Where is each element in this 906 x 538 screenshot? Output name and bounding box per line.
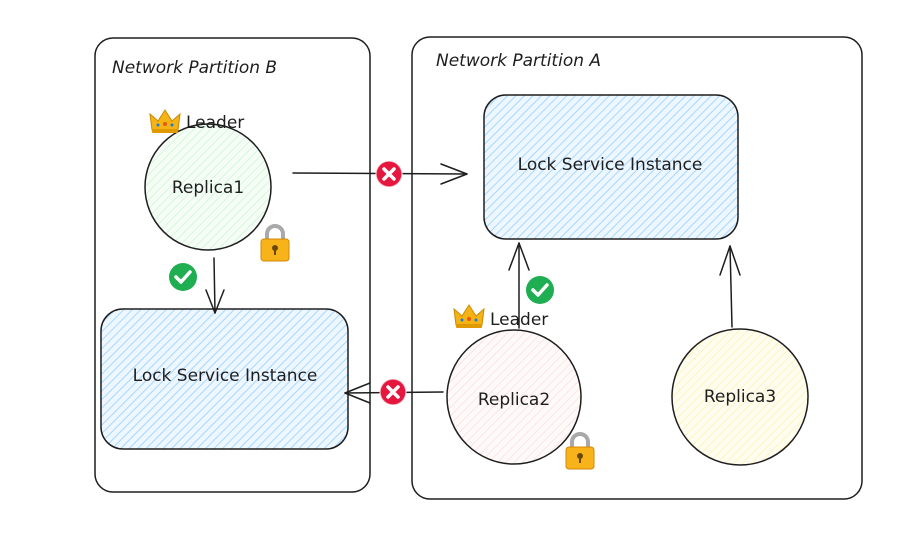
replica3-label: Replica3 <box>704 387 776 407</box>
replica3-circle <box>671 328 809 466</box>
arrow-replica1-to-lock-b <box>205 257 225 314</box>
lock-service-b-label: Lock Service Instance <box>133 366 318 386</box>
partition-b: Network Partition B <box>94 37 371 493</box>
lock-service-a: Lock Service Instance <box>483 94 739 240</box>
partition-b-title: Network Partition B <box>112 58 277 78</box>
partition-a-title: Network Partition A <box>436 51 601 71</box>
lock-service-b: Lock Service Instance <box>100 308 349 450</box>
crown-icon <box>149 109 181 134</box>
replica1-node: Replica1 <box>144 123 272 251</box>
arrow-replica2-to-lock-a <box>508 242 530 329</box>
x-circle-icon <box>374 159 404 189</box>
replica1-label: Replica1 <box>172 178 244 198</box>
replica2-circle <box>446 329 582 465</box>
partition-b-frame <box>94 37 371 493</box>
crown-icon <box>453 304 485 329</box>
replica3-node: Replica3 <box>671 328 809 466</box>
replica1-circle <box>144 123 272 251</box>
replica1-leader-badge: Leader <box>149 109 244 134</box>
replica2-label: Replica2 <box>478 390 550 410</box>
partition-a: Network Partition A <box>411 36 863 500</box>
replica2-leader-badge: Leader <box>453 304 548 330</box>
lock-service-a-label: Lock Service Instance <box>518 155 703 175</box>
lock-service-b-box <box>100 308 349 450</box>
partition-a-frame <box>411 36 863 500</box>
replica2-node: Replica2 <box>446 329 582 465</box>
replica1-leader-label: Leader <box>186 113 244 133</box>
arrow-replica3-to-lock-a <box>719 245 741 328</box>
padlock-icon <box>259 224 291 263</box>
x-circle-icon <box>378 377 408 407</box>
check-circle-icon <box>524 274 556 306</box>
check-circle-icon <box>167 261 199 293</box>
padlock-icon <box>564 432 596 471</box>
lock-service-a-box <box>483 94 739 240</box>
